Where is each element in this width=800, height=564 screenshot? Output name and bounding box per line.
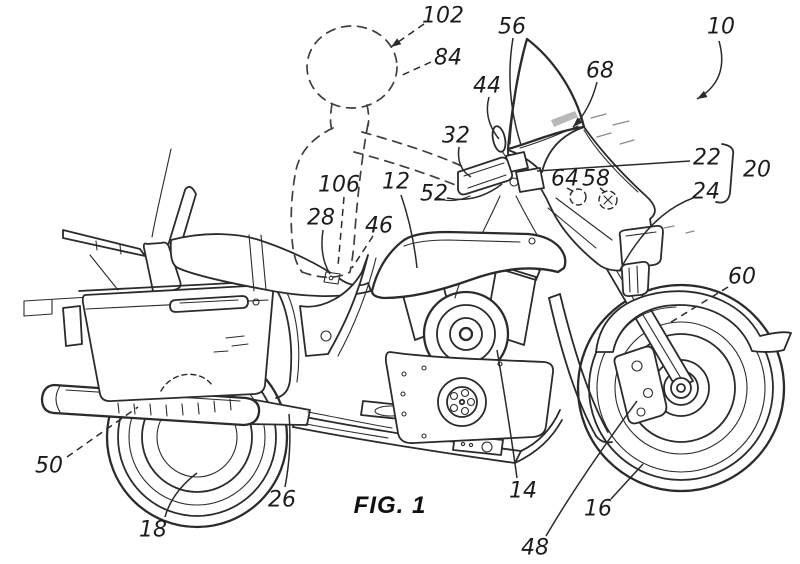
hand-grip [457,156,514,196]
ref-label-50: 50 [35,454,63,479]
ref-label-84: 84 [434,46,462,71]
ref-label-26: 26 [268,488,296,513]
side-cover [299,254,377,357]
leader-26 [284,413,291,488]
leader-32 [457,146,472,178]
leader-52 [446,183,503,201]
filler-cap [528,237,536,245]
leader-lines [66,23,729,537]
brake-caliper [613,345,668,425]
fuel-tank [370,230,567,300]
engine-guard [548,293,613,444]
leader-50 [66,406,139,458]
ref-label-102: 102 [422,4,464,29]
rider-head [306,25,398,109]
bag-guard [275,288,293,399]
ref-label-32: 32 [442,124,470,149]
leader-12 [400,194,418,269]
ref-label-10: 10 [707,15,735,40]
leader-18 [164,472,198,518]
front-fender [595,290,792,353]
ref-label-106: 106 [318,173,360,198]
arrowhead-68 [573,117,583,127]
arrowhead-102 [391,38,402,47]
seat [169,233,372,297]
leader-16 [610,463,644,500]
leader-102 [390,23,425,48]
ref-label-48: 48 [521,536,549,561]
ref-label-14: 14 [509,479,537,504]
leader-48 [545,400,638,537]
rider-outline [290,25,467,279]
leader-106 [337,196,345,267]
ref-label-64: 64 [551,167,579,192]
bag-latch [252,298,260,306]
ref-label-58: 58 [582,167,610,192]
bracket-20 [715,143,735,204]
windshield [506,37,586,151]
leader-14 [496,349,518,479]
brake-lever [437,195,471,202]
ref-label-16: 16 [584,497,612,522]
leader-28 [321,229,331,275]
leader-24 [619,197,694,271]
antenna [151,148,172,238]
ref-label-12: 12 [382,170,410,195]
ref-label-68: 68 [586,59,614,84]
fairing [507,126,664,298]
leader-46 [351,235,374,269]
ref-label-20: 20 [743,158,771,183]
turn-signal [620,260,650,298]
leader-56 [509,37,522,146]
figure-caption: FIG. 1 [353,492,427,519]
rider-arm [361,131,467,169]
leader-44 [486,96,500,140]
luggage-rack [23,229,146,347]
leader-84 [399,61,432,77]
leader-10 [696,40,723,100]
speaker-right [598,190,618,210]
ref-label-22: 22 [693,146,721,171]
leader-58 [599,187,607,194]
speaker-left [569,188,587,206]
ref-label-60: 60 [728,265,756,290]
ref-label-28: 28 [307,206,335,231]
front-axle [670,377,692,399]
leader-64 [566,187,577,194]
ref-label-24: 24 [692,180,720,205]
leader-22 [536,160,691,172]
ref-label-56: 56 [498,15,526,40]
pulley [437,377,487,427]
sissy-bar [142,148,197,297]
arrowhead-10 [697,90,708,99]
ref-label-44: 44 [473,74,501,99]
ref-label-46: 46 [365,214,393,239]
motion-dashes [590,113,695,234]
seat-buckle [323,271,341,285]
ref-label-52: 52 [420,182,448,207]
saddlebag [78,280,300,417]
seat-strap [248,234,267,292]
ref-label-18: 18 [139,518,167,543]
